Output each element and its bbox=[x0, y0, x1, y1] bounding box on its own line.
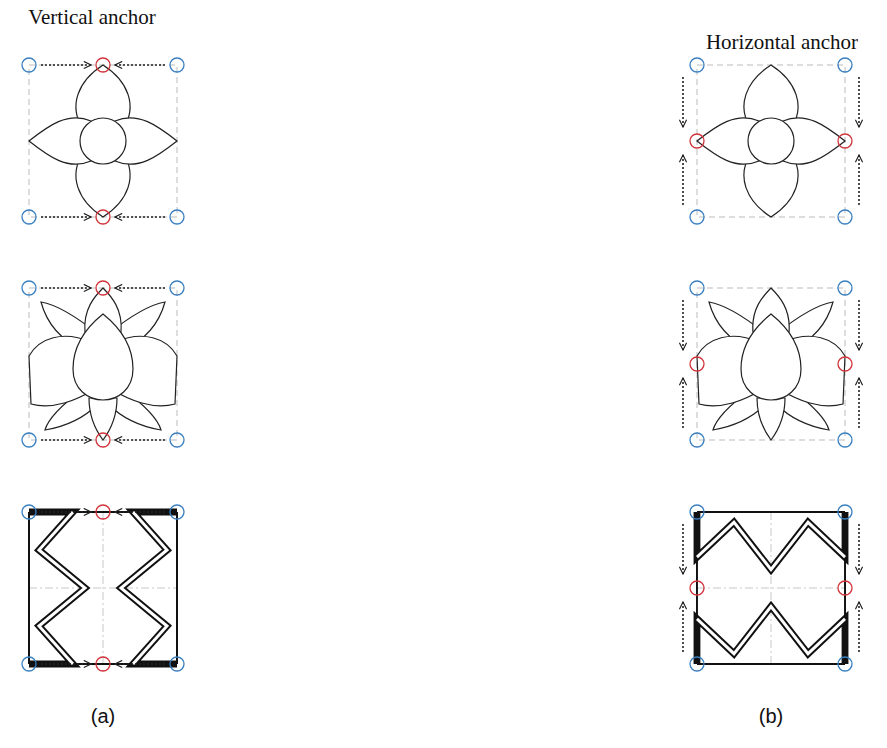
vertical-anchors bbox=[22, 58, 184, 224]
zigzag-pattern bbox=[697, 512, 845, 664]
panel-label: (a) bbox=[91, 705, 115, 728]
horizontal-anchors bbox=[683, 505, 859, 671]
panel bbox=[22, 58, 184, 224]
panel-label: (b) bbox=[759, 705, 783, 728]
guide-box bbox=[29, 512, 177, 664]
vertical-anchors bbox=[22, 505, 184, 671]
four-petal-flower bbox=[697, 65, 845, 217]
guide-box bbox=[697, 512, 845, 664]
guide-box bbox=[29, 288, 177, 440]
guide-box bbox=[697, 288, 845, 440]
panel bbox=[683, 58, 859, 224]
horizontal-anchors bbox=[683, 58, 859, 224]
zigzag-pattern bbox=[29, 512, 177, 664]
guide-box bbox=[29, 65, 177, 217]
panel bbox=[22, 505, 184, 671]
zigzag-rotated bbox=[697, 512, 845, 664]
panel bbox=[22, 281, 184, 447]
lotus-flower bbox=[29, 288, 177, 440]
four-petal-flower bbox=[29, 65, 177, 217]
lotus-flower bbox=[697, 288, 845, 440]
panel bbox=[683, 281, 859, 447]
column-heading: Horizontal anchor bbox=[706, 30, 858, 55]
column-heading: Vertical anchor bbox=[28, 5, 156, 30]
horizontal-anchors bbox=[683, 281, 859, 447]
vertical-anchors bbox=[22, 281, 184, 447]
guide-box bbox=[697, 65, 845, 217]
panel bbox=[683, 505, 859, 671]
